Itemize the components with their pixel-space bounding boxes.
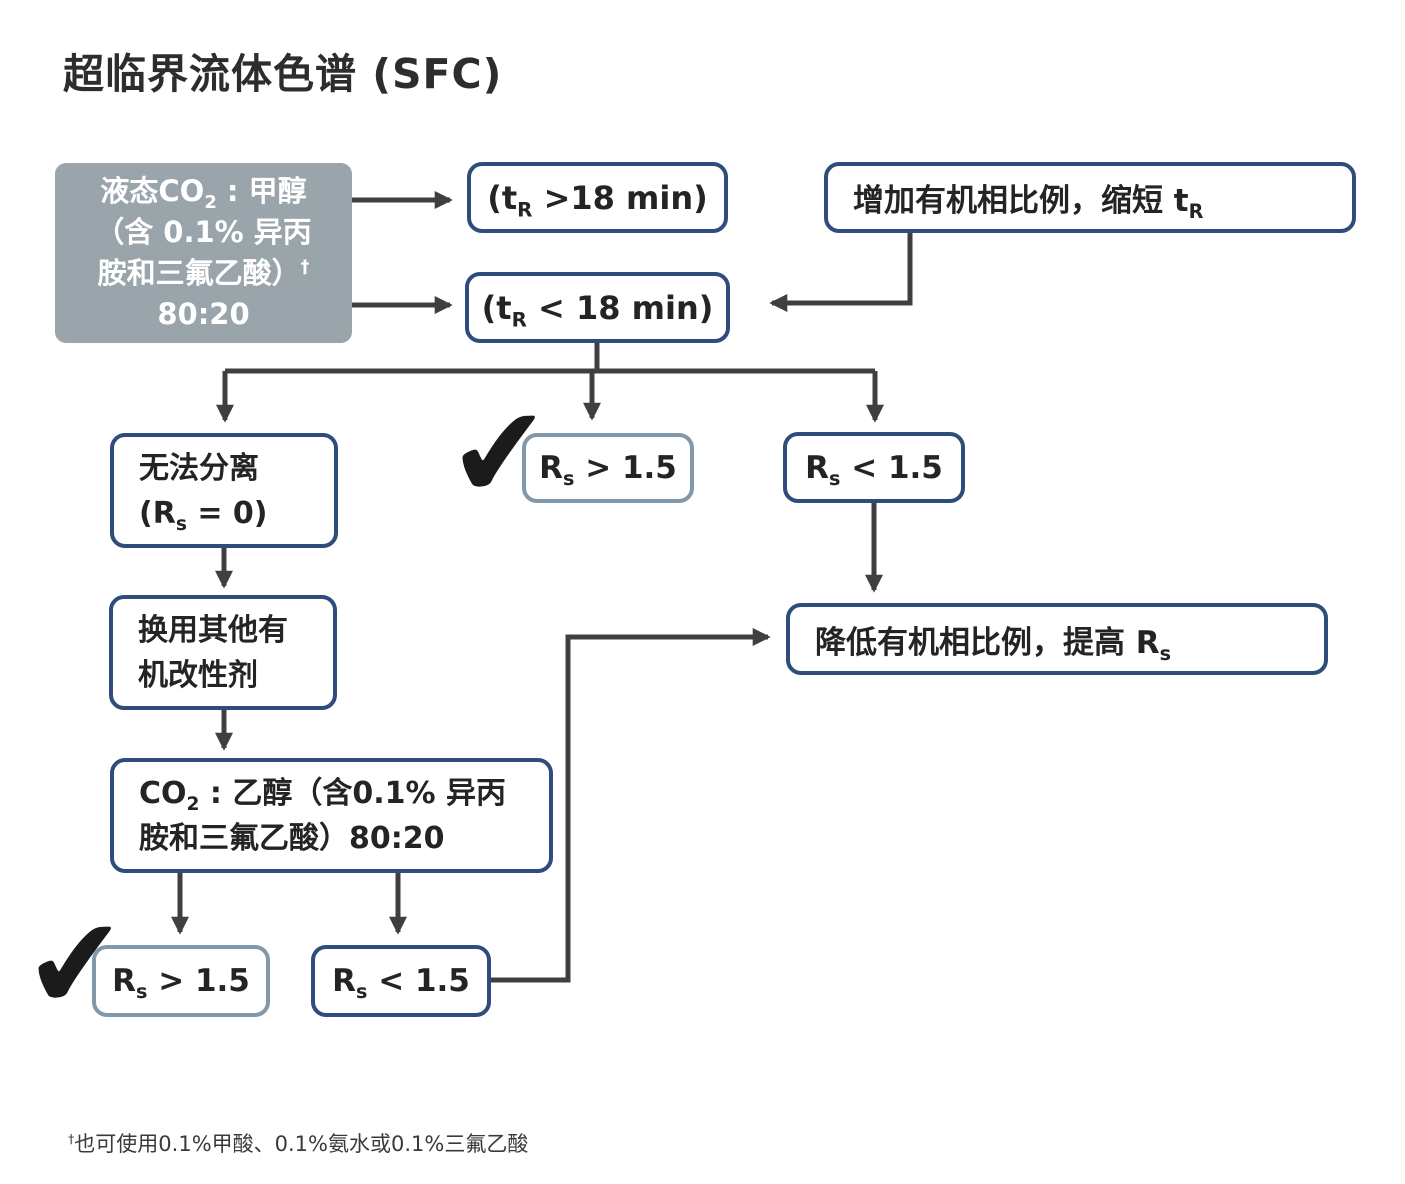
footnote-dagger: †	[68, 1131, 75, 1146]
node-rs-pass-mid: Rs > 1.5	[522, 433, 694, 503]
node-no-separation-text: 无法分离 (Rs = 0)	[139, 450, 268, 535]
node-no-separation: 无法分离 (Rs = 0)	[110, 433, 338, 548]
checkmark-icon: ✔	[443, 378, 557, 530]
node-co2-ethanol-text: CO2 : 乙醇（含0.1% 异丙 胺和三氟乙酸）80:20	[139, 775, 507, 856]
node-rs-pass-bottom-text: Rs > 1.5	[112, 963, 250, 1004]
node-rs-pass-mid-text: Rs > 1.5	[539, 450, 677, 491]
footnote-text: 也可使用0.1%甲酸、0.1%氨水或0.1%三氟乙酸	[74, 1132, 529, 1156]
page-title: 超临界流体色谱 (SFC)	[63, 50, 503, 98]
node-increase-organic-ratio-text: 增加有机相比例，缩短 tR	[853, 183, 1204, 224]
checkmark-icon: ✔	[19, 889, 133, 1041]
node-increase-organic-ratio: 增加有机相比例，缩短 tR	[824, 162, 1356, 233]
node-tr-gt-18min-text: (tR >18 min)	[487, 178, 708, 221]
node-tr-lt-18min: (tR < 18 min)	[465, 272, 730, 343]
node-decrease-organic-ratio: 降低有机相比例，提高 Rs	[786, 603, 1328, 675]
node-rs-fail-mid-text: Rs < 1.5	[805, 449, 943, 490]
node-rs-fail-bottom-text: Rs < 1.5	[332, 963, 470, 1004]
node-rs-pass-bottom: Rs > 1.5	[92, 945, 270, 1017]
node-rs-fail-bottom: Rs < 1.5	[311, 945, 491, 1017]
node-mobile-phase-methanol: 液态CO2 : 甲醇 （含 0.1% 异丙 胺和三氟乙酸）† 80:20	[55, 163, 352, 343]
node-tr-lt-18min-text: (tR < 18 min)	[481, 288, 714, 331]
node-decrease-organic-ratio-text: 降低有机相比例，提高 Rs	[815, 624, 1172, 665]
node-rs-fail-mid: Rs < 1.5	[783, 432, 965, 503]
node-change-modifier: 换用其他有 机改性剂	[109, 595, 337, 710]
footnote: †也可使用0.1%甲酸、0.1%氨水或0.1%三氟乙酸	[68, 1128, 528, 1158]
node-mobile-phase-methanol-text: 液态CO2 : 甲醇 （含 0.1% 异丙 胺和三氟乙酸）† 80:20	[95, 173, 312, 332]
node-change-modifier-text: 换用其他有 机改性剂	[138, 612, 288, 693]
node-co2-ethanol: CO2 : 乙醇（含0.1% 异丙 胺和三氟乙酸）80:20	[110, 758, 553, 873]
node-tr-gt-18min: (tR >18 min)	[467, 162, 728, 233]
